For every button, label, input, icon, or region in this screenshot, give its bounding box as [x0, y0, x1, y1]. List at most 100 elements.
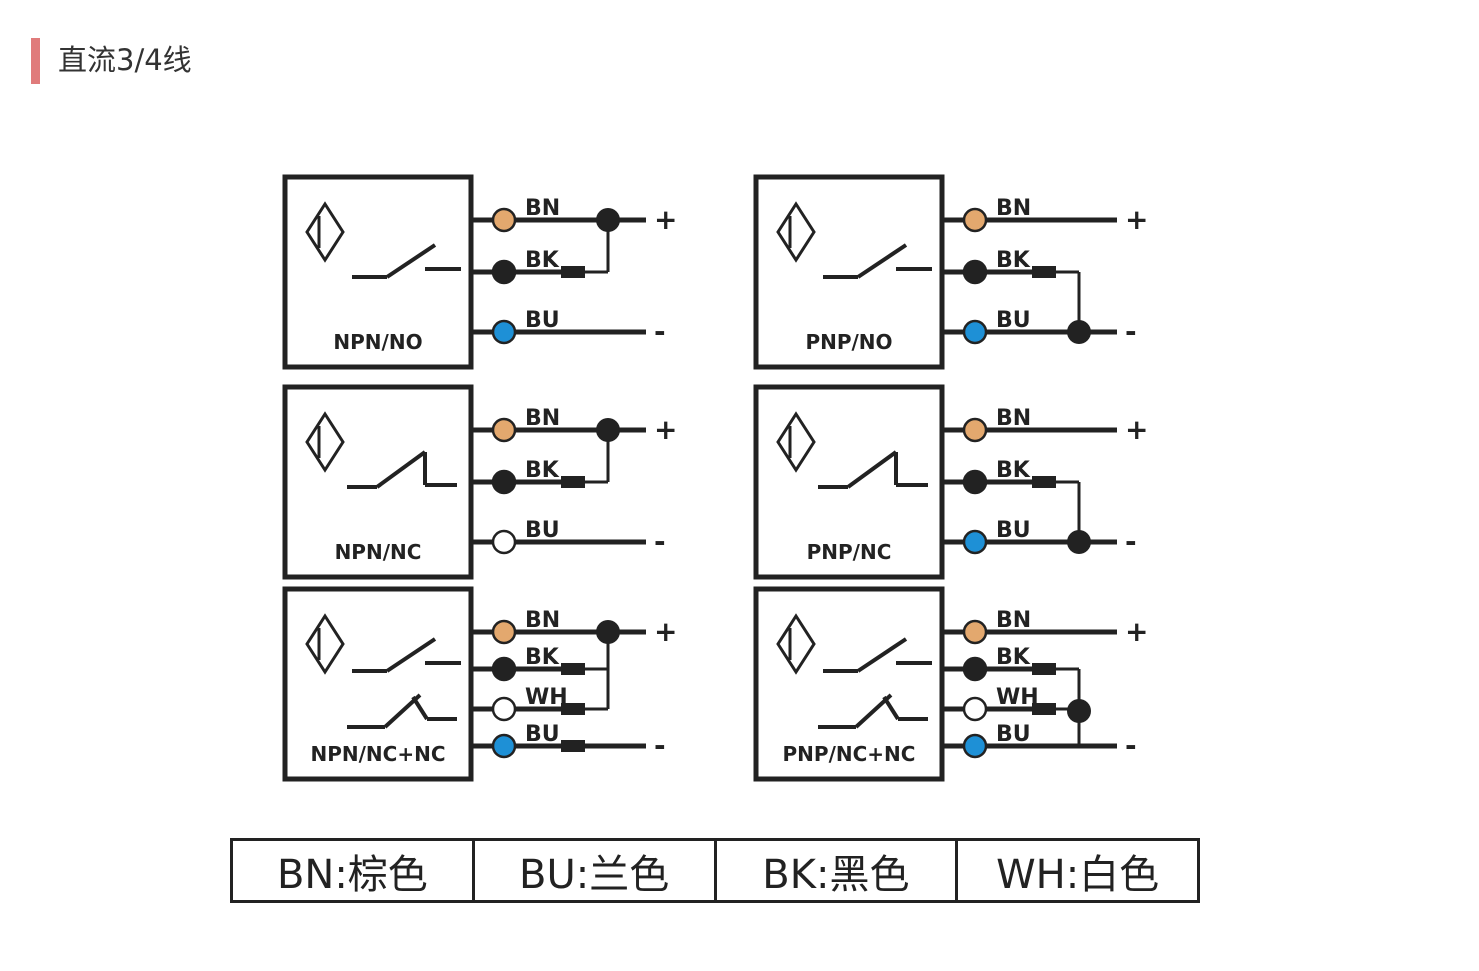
wire-label-wh: WH	[996, 685, 1039, 710]
legend-wh: WH:白色	[996, 851, 1160, 898]
load-block	[561, 740, 585, 752]
supply-minus: -	[654, 315, 666, 348]
load-block	[1032, 476, 1056, 488]
page-title: 直流3/4线	[58, 43, 192, 77]
supply-plus: +	[654, 615, 677, 648]
junction-node	[596, 620, 620, 644]
terminal-dot-bu	[962, 319, 988, 345]
diagram-label: NPN/NO	[333, 330, 422, 354]
terminal-dot-bk	[491, 656, 517, 682]
wire-label-bu: BU	[525, 518, 560, 543]
wire-label-bn: BN	[996, 406, 1031, 431]
wire-label-bn: BN	[525, 196, 560, 221]
supply-plus: +	[654, 203, 677, 236]
diagram-label: NPN/NC+NC	[310, 742, 445, 766]
diagram-npn-nc: NPN/NC BN BK BU + -	[282, 384, 677, 580]
sensor-diamond-icon	[776, 411, 816, 473]
sensor-diamond-icon	[305, 411, 345, 473]
supply-plus: +	[654, 413, 677, 446]
terminal-dot-bn	[491, 207, 517, 233]
terminal-dot-bk	[491, 469, 517, 495]
switch-no-icon	[823, 243, 932, 279]
terminal-dot-bu	[491, 529, 517, 555]
supply-minus: -	[1125, 525, 1137, 558]
wire-label-bn: BN	[525, 406, 560, 431]
terminal-dot-wh	[962, 696, 988, 722]
supply-minus: -	[1125, 729, 1137, 762]
load-block	[561, 476, 585, 488]
terminal-dot-bn	[491, 619, 517, 645]
junction-node	[1067, 530, 1091, 554]
diagram-npn-no: NPN/NO BN BK BU + -	[282, 174, 677, 370]
load-block	[561, 266, 585, 278]
terminal-dot-bn	[962, 619, 988, 645]
legend-bn: BN:棕色	[233, 841, 475, 900]
switch-no-icon	[352, 243, 461, 279]
sensor-diamond-icon	[305, 201, 345, 263]
supply-plus: +	[1125, 203, 1148, 236]
legend-bu: BU:兰色	[475, 841, 717, 900]
wire-label-bn: BN	[996, 608, 1031, 633]
wire-label-bu: BU	[525, 308, 560, 333]
terminal-dot-bn	[962, 207, 988, 233]
wire-label-bn: BN	[525, 608, 560, 633]
terminal-dot-bu	[962, 733, 988, 759]
wire-label-bk: BK	[996, 458, 1031, 483]
wire-label-bk: BK	[525, 458, 560, 483]
junction-node	[596, 418, 620, 442]
terminal-dot-bk	[962, 259, 988, 285]
load-block	[1032, 266, 1056, 278]
sensor-box	[282, 586, 474, 782]
diagram-label: PNP/NC	[807, 540, 892, 564]
wire-label-bu: BU	[996, 308, 1031, 333]
diagram-label: PNP/NC+NC	[783, 742, 916, 766]
supply-minus: -	[654, 729, 666, 762]
load-block	[1032, 703, 1056, 715]
sensor-diamond-icon	[776, 613, 816, 675]
supply-plus: +	[1125, 413, 1148, 446]
wire-label-bu: BU	[996, 722, 1031, 747]
sensor-box	[753, 586, 945, 782]
supply-minus: -	[1125, 315, 1137, 348]
junction-node	[1067, 320, 1091, 344]
diagram-label: NPN/NC	[335, 540, 422, 564]
wire-label-bu: BU	[525, 722, 560, 747]
supply-plus: +	[1125, 615, 1148, 648]
diagram-pnp-nc: PNP/NC BN BK BU + -	[753, 384, 1148, 580]
wire-label-bk: BK	[525, 248, 560, 273]
terminal-dot-bu	[491, 319, 517, 345]
diagram-label: PNP/NO	[805, 330, 892, 354]
terminal-dot-bn	[491, 417, 517, 443]
switch-nc-icon	[347, 450, 457, 489]
wire-label-bu: BU	[996, 518, 1031, 543]
wire-label-bn: BN	[996, 196, 1031, 221]
switch-nc-icon	[347, 693, 457, 729]
supply-minus: -	[654, 525, 666, 558]
wire-label-bk: BK	[996, 645, 1031, 670]
load-block	[561, 663, 585, 675]
switch-no-icon	[352, 637, 461, 673]
sensor-diamond-icon	[305, 613, 345, 675]
diagram-pnp-nc-nc: PNP/NC+NC BN BK WH BU + -	[753, 586, 1148, 782]
junction-node	[596, 208, 620, 232]
legend-bk: BK:黑色	[717, 841, 959, 900]
switch-nc-icon	[818, 693, 928, 729]
terminal-dot-wh	[491, 696, 517, 722]
wire-label-bk: BK	[996, 248, 1031, 273]
diagram-pnp-no: PNP/NO BN BK BU + -	[753, 174, 1148, 370]
wiring-diagrams: NPN/NO BN BK BU + - PNP/NO BN BK BU + - NPN/NC BN BK BU…	[282, 174, 1148, 782]
wire-label-bk: BK	[525, 645, 560, 670]
terminal-dot-bk	[962, 469, 988, 495]
switch-nc-icon	[818, 450, 928, 489]
terminal-dot-bu	[491, 733, 517, 759]
load-block	[561, 703, 585, 715]
sensor-diamond-icon	[776, 201, 816, 263]
junction-node	[1067, 699, 1091, 723]
terminal-dot-bk	[962, 656, 988, 682]
title-accent-bar	[31, 38, 40, 84]
terminal-dot-bu	[962, 529, 988, 555]
terminal-dot-bk	[491, 259, 517, 285]
switch-no-icon	[823, 637, 932, 673]
load-block	[1032, 663, 1056, 675]
